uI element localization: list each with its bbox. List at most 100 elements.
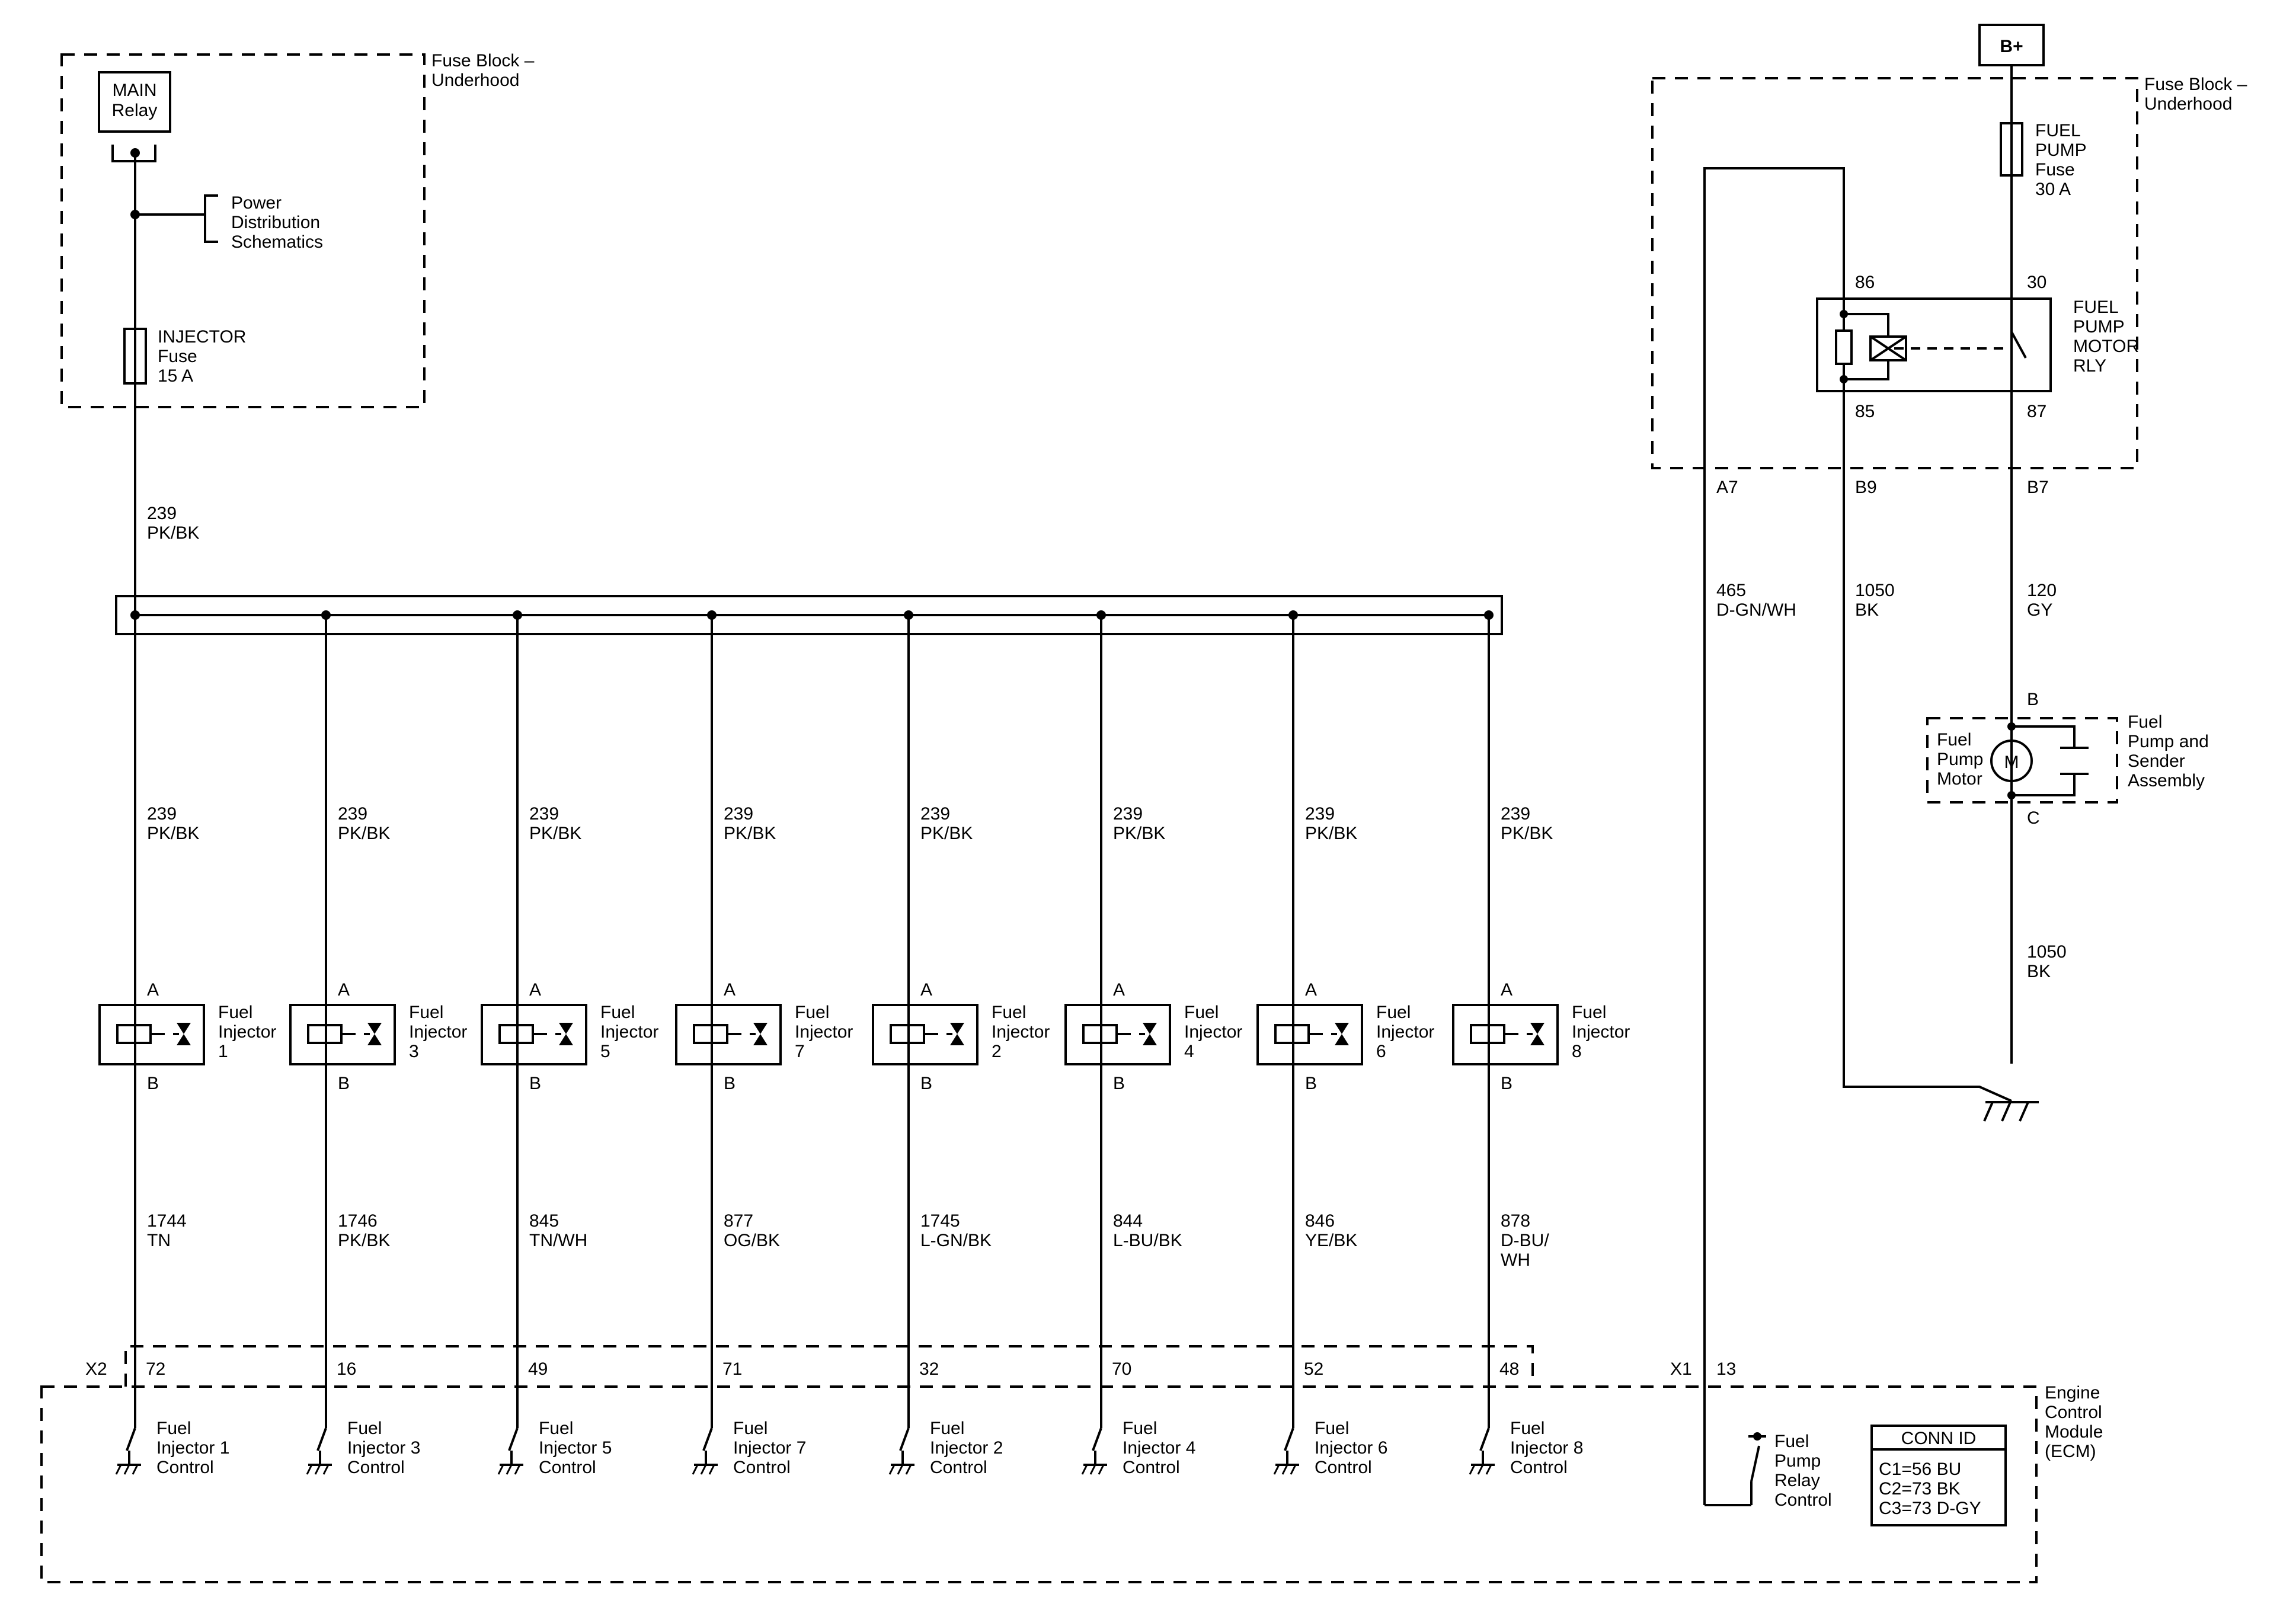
ecm-control-label-1: Fuel <box>1315 1419 1349 1438</box>
injector-pin-b: B <box>724 1074 736 1093</box>
fuse-block-right-outline <box>1651 77 2138 469</box>
feed-circuit-label: 239 <box>1501 804 1530 824</box>
ecm-ground-tick <box>700 1464 707 1475</box>
control-circuit-label: 1746 <box>338 1211 378 1231</box>
fuel-injector-body <box>872 1004 978 1065</box>
conn-a7: A7 <box>1716 478 1738 497</box>
pump-control-label-1: Fuel <box>1774 1432 1809 1451</box>
fuel-injector-body <box>481 1004 587 1065</box>
injector-title-2: Injector <box>600 1022 658 1042</box>
wire-465-color: D-GN/WH <box>1716 600 1796 620</box>
ecm-x2-connector-outline <box>124 1345 1534 1387</box>
feed-circuit-label: 239 <box>147 804 177 824</box>
fuel-injector-body <box>1256 1004 1363 1065</box>
injector-title: Fuel <box>1376 1003 1411 1022</box>
ecm-control-label-1: Fuel <box>539 1419 573 1438</box>
relay-coil-cross-2 <box>1869 335 1907 361</box>
ecm-control-label-3: Control <box>930 1458 987 1477</box>
ecm-control-label-1: Fuel <box>930 1419 964 1438</box>
assembly-label-4: Assembly <box>2128 771 2205 790</box>
ecm-ground-tick <box>322 1464 330 1475</box>
wire-465-pump-control <box>1703 167 1845 1505</box>
power-dist-label-2: Distribution <box>231 213 320 232</box>
relay-diode-symbol <box>1835 329 1853 365</box>
feed-circuit-label: 239 <box>338 804 367 824</box>
ecm-ground-tick <box>1081 1464 1088 1475</box>
control-color-label: L-BU/BK <box>1113 1231 1182 1250</box>
feed-color-label: PK/BK <box>529 824 581 843</box>
chassis-ground-tick-2 <box>2001 1102 2012 1122</box>
injector-valve-icon-bottom <box>1143 1034 1157 1045</box>
ecm-ground-tick <box>1477 1464 1484 1475</box>
injector-title: Fuel <box>218 1003 252 1022</box>
power-dist-bracket <box>204 194 218 243</box>
power-dist-label-1: Power <box>231 193 282 213</box>
ecm-ground-tick <box>1469 1464 1476 1475</box>
feed-color-label: PK/BK <box>724 824 776 843</box>
fuel-injector-7-circuit: 239PK/BKABFuelInjector7877OG/BK71FuelInj… <box>675 610 853 1477</box>
injector-title: Fuel <box>1572 1003 1606 1022</box>
control-color-label: D-BU/ <box>1501 1231 1549 1250</box>
ecm-ground-tick <box>708 1464 715 1475</box>
ecm-driver-switch <box>1479 1427 1490 1451</box>
feed-color-label: PK/BK <box>1113 824 1165 843</box>
splice-dot <box>904 610 913 620</box>
fuel-injector-6-circuit: 239PK/BKABFuelInjector6846YE/BK52FuelInj… <box>1256 610 1434 1477</box>
ecm-driver-switch <box>1092 1427 1102 1451</box>
injector-pin-b: B <box>1305 1074 1317 1093</box>
splice-dot <box>1288 610 1298 620</box>
injector-valve-icon-bottom <box>367 1034 382 1045</box>
ecm-driver-switch <box>899 1427 910 1451</box>
injector-pin-b: B <box>147 1074 159 1093</box>
chassis-ground-tick-1 <box>1983 1102 1994 1122</box>
ecm-ground-tick <box>123 1464 130 1475</box>
ecm-ground-tick <box>1098 1464 1105 1475</box>
fuse-block-left-label-1: Fuse Block – <box>431 51 535 71</box>
motor-label-2: Pump <box>1937 750 1983 769</box>
conn-b9: B9 <box>1855 478 1877 497</box>
fuse-block-right-label-1: Fuse Block – <box>2144 75 2247 94</box>
main-relay-label-2: Relay <box>112 101 158 120</box>
splice-dot <box>321 610 331 620</box>
fuel-pump-fuse-symbol <box>2000 122 2023 177</box>
fuel-injector-body <box>675 1004 782 1065</box>
pump-capacitor-top-lead <box>2012 725 2076 748</box>
ecm-ground-tick <box>506 1464 513 1475</box>
ecm-label-2: Control <box>2045 1403 2102 1422</box>
motor-label-3: Motor <box>1937 769 1982 789</box>
injector-title: Fuel <box>992 1003 1026 1022</box>
injector-pin-a: A <box>338 980 350 1000</box>
wire-465-circuit: 465 <box>1716 581 1746 600</box>
ecm-ground-tick <box>497 1464 504 1475</box>
injector-fuse-label-1: INJECTOR <box>158 327 246 347</box>
fuel-pump-relay-box <box>1816 297 2052 392</box>
ecm-control-label-3: Control <box>347 1458 405 1477</box>
fuel-injector-4-circuit: 239PK/BKABFuelInjector4844L-BU/BK70FuelI… <box>1064 610 1242 1477</box>
splice-dot <box>707 610 717 620</box>
ecm-control-label-2: Injector 6 <box>1315 1438 1387 1458</box>
injector-number: 2 <box>992 1042 1002 1061</box>
fuel-pump-motor-symbol <box>1990 740 2033 782</box>
ecm-pin-label: 48 <box>1499 1359 1519 1379</box>
injector-pin-a: A <box>1113 980 1125 1000</box>
injector-pin-a: A <box>147 980 159 1000</box>
injector-pin-a: A <box>529 980 541 1000</box>
fuse-block-right-label-2: Underhood <box>2144 94 2232 114</box>
ecm-control-label-1: Fuel <box>156 1419 191 1438</box>
wire-120-circuit: 120 <box>2027 581 2057 600</box>
fuel-injector-body <box>1452 1004 1559 1065</box>
conn-id-row-3: C3=73 D-GY <box>1879 1499 1981 1518</box>
control-circuit-label: 846 <box>1305 1211 1335 1231</box>
relay-coil-top-lead <box>1844 313 1889 337</box>
pump-control-label-3: Relay <box>1774 1471 1820 1490</box>
ecm-control-label-3: Control <box>1123 1458 1180 1477</box>
ecm-control-label-2: Injector 1 <box>156 1438 229 1458</box>
injector-valve-icon-bottom <box>950 1034 964 1045</box>
ecm-control-label-3: Control <box>156 1458 214 1477</box>
motor-label-1: Fuel <box>1937 730 1971 750</box>
relay-label-3: MOTOR <box>2073 337 2139 356</box>
ecm-ground-tick <box>1089 1464 1096 1475</box>
battery-label: B+ <box>2000 37 2023 56</box>
conn-id-row-1: C1=56 BU <box>1879 1459 1961 1479</box>
